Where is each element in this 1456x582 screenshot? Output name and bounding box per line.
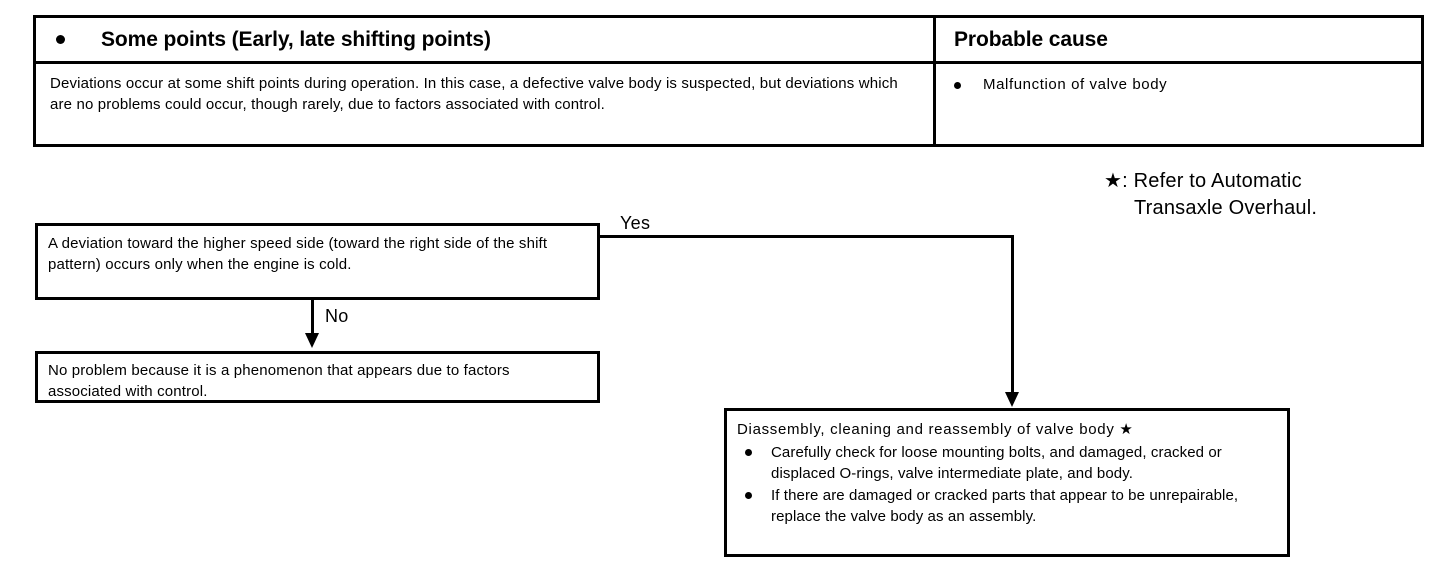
disassembly-headline: Diassembly, cleaning and reassembly of v… (737, 421, 1134, 438)
disassembly-bullet-list: Carefully check for loose mounting bolts… (737, 442, 1279, 527)
flow-box-no-problem: No problem because it is a phenomenon th… (35, 351, 600, 403)
branch-label-no: No (325, 306, 349, 326)
list-item-text: If there are damaged or cracked parts th… (771, 487, 1239, 525)
flow-box-no-problem-text: No problem because it is a phenomenon th… (48, 362, 510, 400)
table-header-symptom-label: Some points (Early, late shifting points… (101, 27, 491, 51)
connector-yes-vertical (1011, 235, 1014, 401)
bullet-icon (56, 35, 65, 44)
connector-no-vertical (311, 300, 314, 335)
symptom-cause-table: Some points (Early, late shifting points… (33, 15, 1424, 147)
table-column-divider (933, 18, 936, 144)
table-body-cell-cause: Malfunction of valve body (936, 64, 1421, 95)
description-text: Deviations occur at some shift points du… (50, 75, 898, 113)
table-header-cause-label: Probable cause (954, 27, 1108, 51)
flow-box-cold-engine-condition: A deviation toward the higher speed side… (35, 223, 600, 300)
list-item-text: Carefully check for loose mounting bolts… (771, 444, 1222, 482)
arrowhead-icon-yes (1005, 392, 1019, 407)
table-body-cell-description: Deviations occur at some shift points du… (36, 64, 933, 115)
bullet-icon (954, 82, 961, 89)
table-header-cell-symptom: Some points (Early, late shifting points… (36, 18, 933, 61)
footnote-line-2: Transaxle Overhaul. (1134, 197, 1318, 219)
list-item: If there are damaged or cracked parts th… (737, 485, 1279, 527)
bullet-icon (745, 449, 752, 456)
flow-box-disassembly: Diassembly, cleaning and reassembly of v… (724, 408, 1290, 557)
table-header-divider (36, 61, 1421, 64)
probable-cause-text: Malfunction of valve body (983, 76, 1168, 93)
branch-label-yes: Yes (620, 213, 651, 233)
connector-yes-horizontal (600, 235, 1014, 238)
list-item: Carefully check for loose mounting bolts… (737, 442, 1279, 484)
table-header-cell-cause: Probable cause (936, 18, 1421, 61)
footnote-reference: ★: Refer to Automatic Transaxle Overhaul… (1104, 168, 1317, 222)
arrowhead-icon-no (305, 333, 319, 348)
flow-box-cold-engine-text: A deviation toward the higher speed side… (48, 235, 548, 273)
bullet-icon (745, 492, 752, 499)
footnote-line-1: ★: Refer to Automatic (1104, 170, 1302, 192)
